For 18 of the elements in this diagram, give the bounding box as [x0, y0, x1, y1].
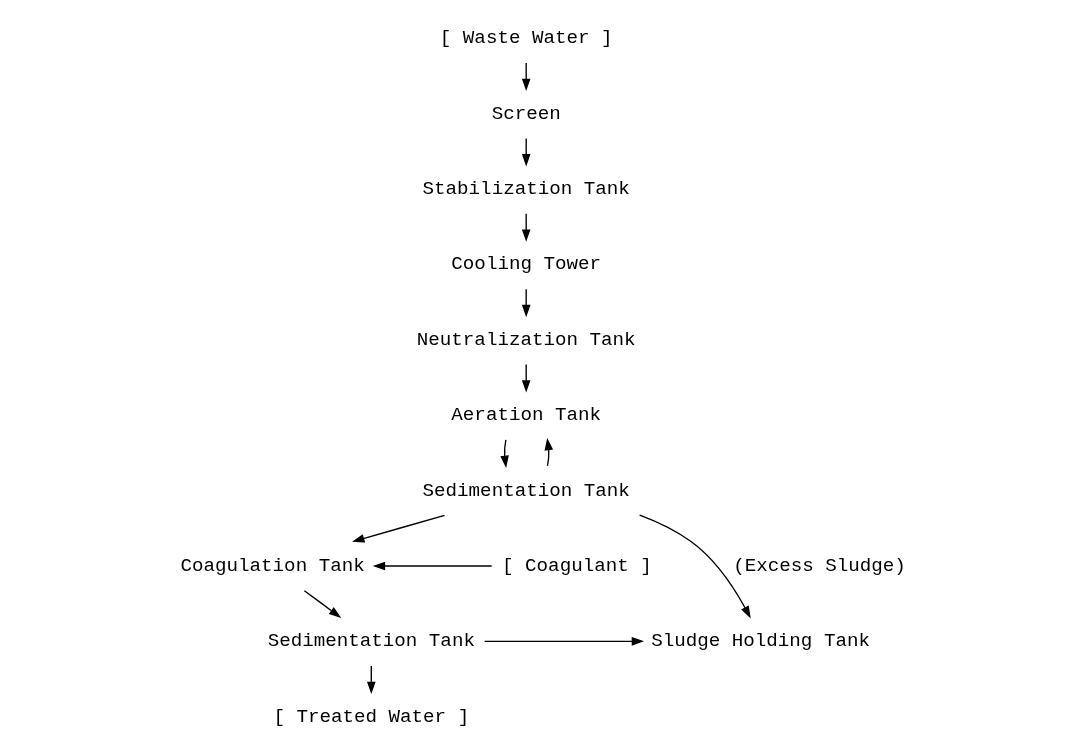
node-text: Sedimentation Tank: [267, 630, 475, 653]
node-text: Cooling Tower: [451, 253, 602, 276]
node-text: Coagulation Tank: [180, 555, 365, 578]
arrow: [483, 637, 645, 646]
node-text: Sedimentation Tank: [422, 479, 630, 502]
arrow: [639, 514, 751, 619]
node-text: Sludge Holding Tank: [651, 630, 870, 653]
node-text: Neutralization Tank: [416, 328, 636, 351]
node-text: Stabilization Tank: [422, 178, 630, 201]
arrow: [352, 514, 446, 543]
node-text: [ Treated Water ]: [273, 705, 470, 728]
arrow: [303, 590, 342, 618]
node-text: [ Coagulant ]: [502, 555, 652, 578]
node-text: Screen: [491, 102, 561, 125]
node-text: Aeration Tank: [451, 404, 602, 427]
node-text: [ Waste Water ]: [439, 27, 613, 50]
edge-label: (Excess Sludge): [733, 555, 906, 578]
arrow: [372, 561, 493, 571]
